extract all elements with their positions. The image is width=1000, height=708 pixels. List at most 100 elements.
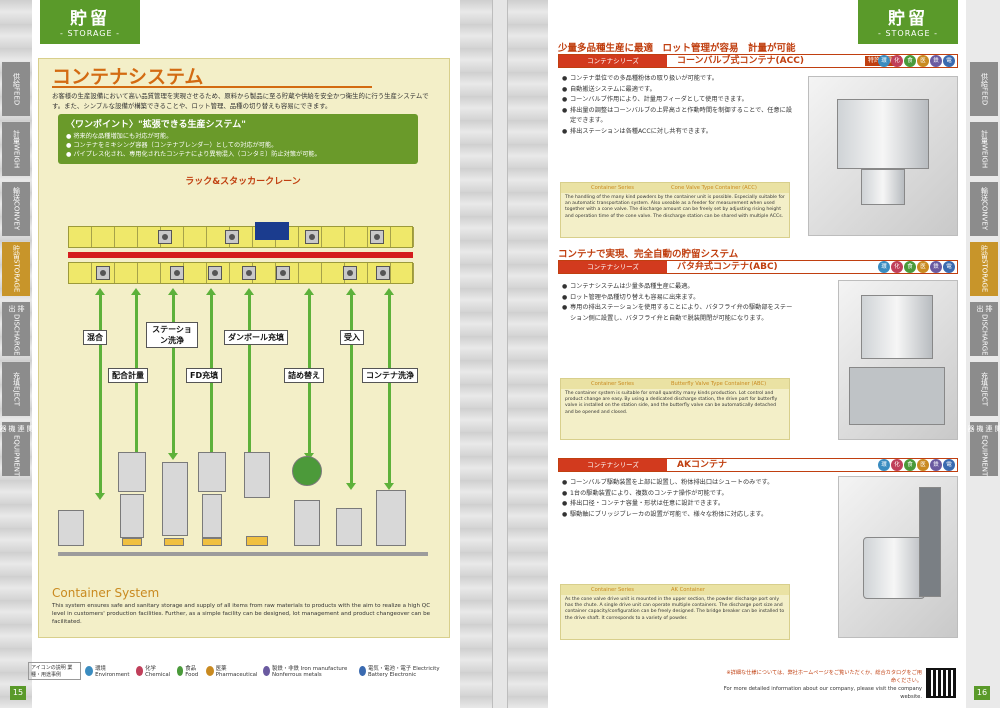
- chemical-icon: 化: [891, 459, 903, 471]
- stored-container: [305, 230, 319, 244]
- rack-cell: [92, 227, 115, 247]
- container-washer: [376, 490, 406, 546]
- product-bar-ak: コンテナシリーズ AKコンテナ 環 化 食 医 鉄 電: [558, 458, 958, 472]
- section-tag: 貯留 - STORAGE -: [40, 0, 140, 44]
- icon-legend: アイコンの説明 業種・用途事例 環境 Environment 化学 Chemic…: [28, 660, 448, 682]
- metals-icon: [263, 666, 270, 676]
- stored-container: [343, 266, 357, 280]
- industry-icons: 環 化 食 医 鉄 電: [878, 459, 955, 471]
- container-system-diagram: ラック&スタッカークレーン 混合 配合計量 ステーション洗浄 FD充填 ダンボー…: [58, 170, 428, 570]
- pharmaceutical-icon: 医: [917, 261, 929, 273]
- metals-icon: 鉄: [930, 55, 942, 67]
- legend-item: 環境 Environment: [85, 664, 131, 678]
- list-item: 1台の駆動装置により、複数のコンテナ操作が可能です。: [562, 489, 797, 500]
- list-item: コンテナシステムは少量多品種生産に最適。: [562, 282, 797, 293]
- carton-container: [244, 452, 270, 498]
- rack-cell: [391, 263, 414, 283]
- station-label-receiving: 受入: [340, 330, 364, 345]
- list-item: コンテナ単位での多品種粉体の取り扱いが可能です。: [562, 74, 797, 85]
- stored-container: [370, 230, 384, 244]
- rack-cell: [69, 227, 92, 247]
- station-label-container-wash: コンテナ洗浄: [362, 368, 418, 383]
- right-edge-photo: [508, 0, 548, 708]
- station-base: [202, 538, 222, 546]
- page-title: コンテナシステム: [52, 66, 204, 88]
- onepoint-bullet: ● パイプレス化され、専用化されたコンテナにより異物混入（コンタミ）防止対策が可…: [66, 151, 321, 158]
- mixer-unit: [58, 510, 84, 546]
- station-base: [122, 538, 142, 546]
- legend-item: 医薬 Pharmaceutical: [205, 664, 260, 678]
- environment-icon: 環: [878, 55, 890, 67]
- page-number: 16: [974, 686, 990, 700]
- rack-cell: [322, 227, 345, 247]
- legend-item: 化学 Chemical: [135, 664, 173, 678]
- environment-icon: [85, 666, 94, 676]
- station-label-mixing: 混合: [83, 330, 107, 345]
- station-base: [246, 536, 268, 546]
- stacker-crane-carriage: [255, 222, 289, 240]
- rack-cell: [69, 263, 92, 283]
- fd-container: [198, 452, 226, 492]
- series-label: コンテナシリーズ: [559, 459, 667, 471]
- weighing-station: [120, 494, 144, 538]
- rack-cell: [345, 227, 368, 247]
- rack-cell: [230, 227, 253, 247]
- onepoint-box: 〈ワンポイント〉"拡張できる生産システム" ● 将来的な品種増加にも対応が可能。…: [58, 114, 418, 164]
- washing-station: [162, 462, 188, 536]
- flow-arrow: [95, 288, 105, 500]
- fd-filling-station: [202, 494, 222, 538]
- legend-heading: アイコンの説明 業種・用途事例: [28, 662, 82, 680]
- rack-cell: [299, 263, 322, 283]
- section-heading-acc: 少量多品種生産に最適 ロット管理が容易 計量が可能: [558, 43, 796, 54]
- rack-cell: [161, 227, 184, 247]
- left-edge-photo: [460, 0, 492, 708]
- rack-cell: [322, 263, 345, 283]
- series-label: コンテナシリーズ: [559, 261, 667, 273]
- food-icon: 食: [904, 55, 916, 67]
- list-item: 排出口径・コンテナ容量・形状は任意に設計できます。: [562, 499, 797, 510]
- industry-icons: 環 化 食 医 鉄 電: [878, 261, 955, 273]
- chemical-icon: 化: [891, 261, 903, 273]
- metals-icon: 鉄: [930, 261, 942, 273]
- qr-code-icon[interactable]: [926, 668, 956, 698]
- list-item: 専用の排出ステーションを使用することにより、バタフライ弁の駆動部をステーション側…: [562, 303, 797, 324]
- intro-text: お客様の生産設備において高い品質管理を実現させるため、原料から製品に至る貯蔵や供…: [52, 92, 429, 110]
- list-item: 駆動軸にブリッジブレーカの設置が可能で、様々な粉体に対応します。: [562, 510, 797, 521]
- upper-rack-rail: [68, 226, 414, 248]
- pharmaceutical-icon: 医: [917, 55, 929, 67]
- title-rule: [52, 86, 372, 88]
- rack-cell: [276, 263, 299, 283]
- abc-container-body: [861, 295, 933, 359]
- list-item: 排出量の調整はコーンバルブの上昇高さと作動時間を制御することで、任意に設定できま…: [562, 106, 797, 127]
- legend-item: 電気・電池・電子 Electricity Battery Electronic: [359, 664, 448, 678]
- acc-cone: [861, 169, 905, 205]
- acc-container-photo: [808, 76, 958, 236]
- rack-cell: [299, 227, 322, 247]
- abc-feature-list: コンテナシステムは少量多品種生産に最適。 ロット管理や品種切り替えも容易に出来ま…: [562, 282, 797, 324]
- list-item: コーンバルブ作用により、計量用フィーダとして使用できます。: [562, 95, 797, 106]
- rack-cell: [138, 263, 161, 283]
- station-label-repacking: 詰め替え: [284, 368, 324, 383]
- flow-arrow: [346, 288, 356, 490]
- food-icon: 食: [904, 261, 916, 273]
- section-tag: 貯留 - STORAGE -: [858, 0, 958, 44]
- legend-item: 製鉄・非鉄 Iron manufacture Nonferrous metals: [263, 664, 355, 678]
- rack-cell: [92, 263, 115, 283]
- rack-cell: [207, 263, 230, 283]
